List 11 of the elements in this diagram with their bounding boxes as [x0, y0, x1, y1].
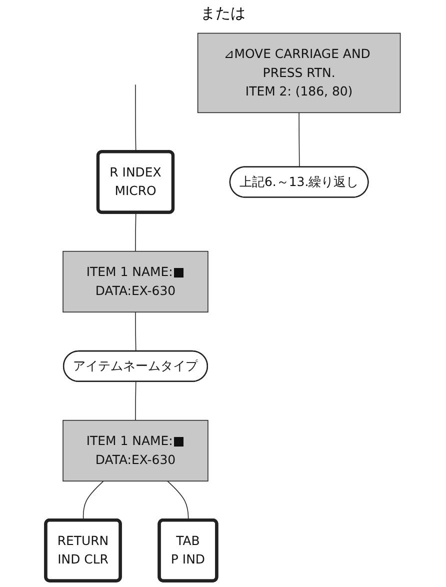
connector	[135, 381, 136, 421]
connector	[135, 312, 136, 352]
connector	[167, 480, 189, 521]
node-box: ITEM 1 NAME:■ DATA:EX-630	[62, 420, 208, 482]
connector	[298, 112, 300, 168]
node-box: ⊿MOVE CARRIAGE AND PRESS RTN. ITEM 2: (186, 80)	[197, 32, 401, 114]
connector	[82, 480, 104, 521]
label-text: または	[200, 4, 246, 22]
node-box: ITEM 1 NAME:■ DATA:EX-630	[62, 250, 208, 312]
connector	[135, 212, 136, 252]
connector	[135, 84, 136, 152]
